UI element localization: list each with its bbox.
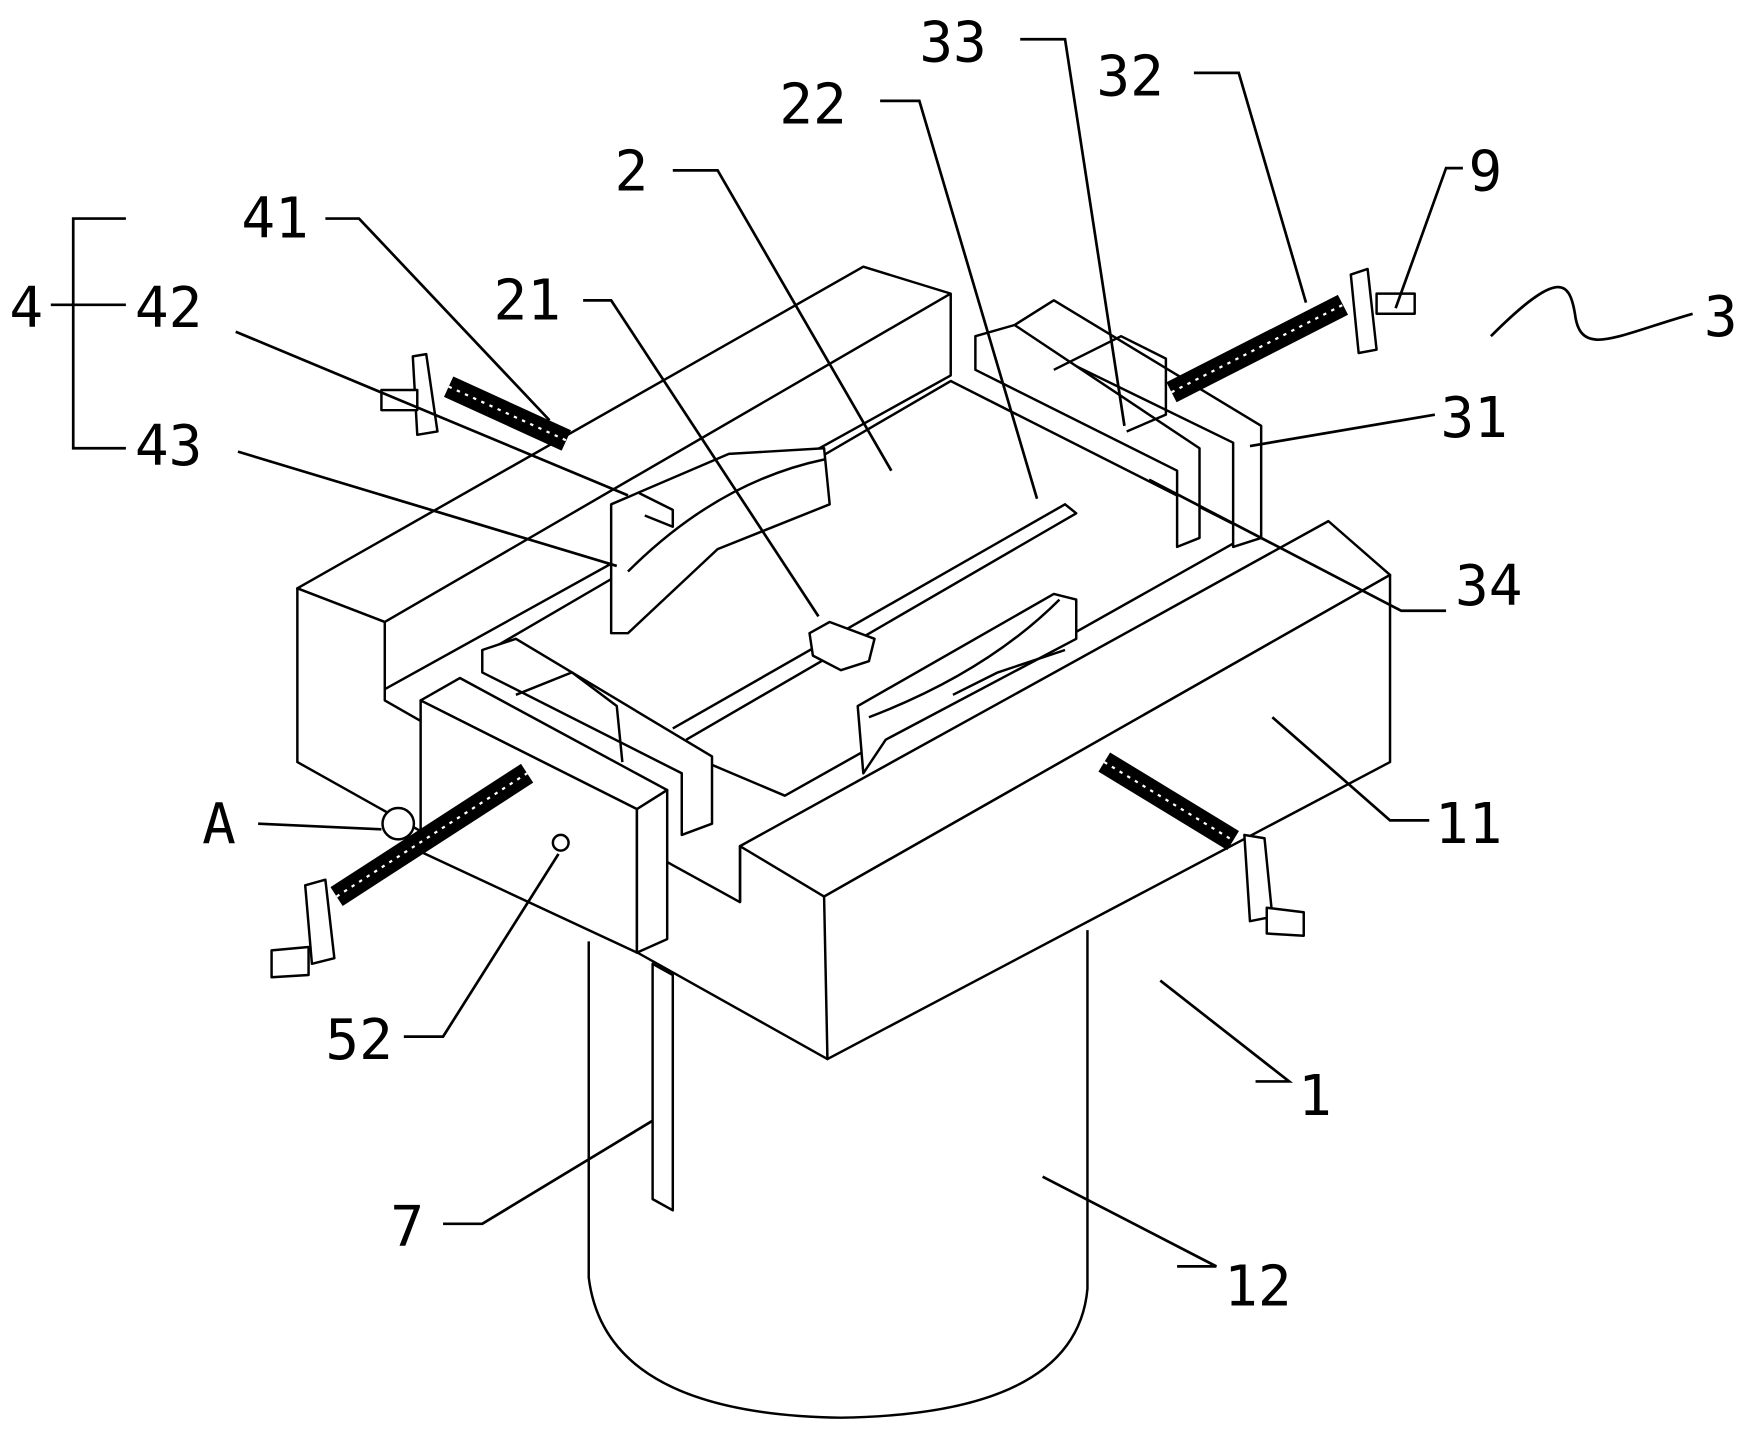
label-11: 11 — [1435, 792, 1502, 857]
label-43: 43 — [135, 414, 202, 479]
label-31: 31 — [1440, 386, 1507, 451]
label-7: 7 — [390, 1195, 424, 1260]
label-33: 33 — [919, 11, 986, 76]
label-3: 3 — [1704, 285, 1738, 350]
label-34: 34 — [1455, 554, 1522, 619]
label-A: A — [202, 792, 236, 857]
screw-32 — [1172, 269, 1415, 392]
label-22: 22 — [779, 72, 846, 137]
label-42: 42 — [135, 276, 202, 341]
screw-41 — [381, 354, 566, 440]
label-32: 32 — [1096, 44, 1163, 109]
label-52: 52 — [325, 1008, 392, 1073]
label-12: 12 — [1224, 1255, 1291, 1320]
slot-7 — [653, 964, 673, 1211]
label-1: 1 — [1298, 1064, 1332, 1129]
label-41: 41 — [241, 187, 308, 252]
label-9: 9 — [1468, 140, 1502, 205]
bolt-52 — [553, 835, 569, 851]
label-2: 2 — [615, 140, 649, 205]
label-4: 4 — [9, 276, 43, 341]
label-21: 21 — [493, 268, 560, 333]
